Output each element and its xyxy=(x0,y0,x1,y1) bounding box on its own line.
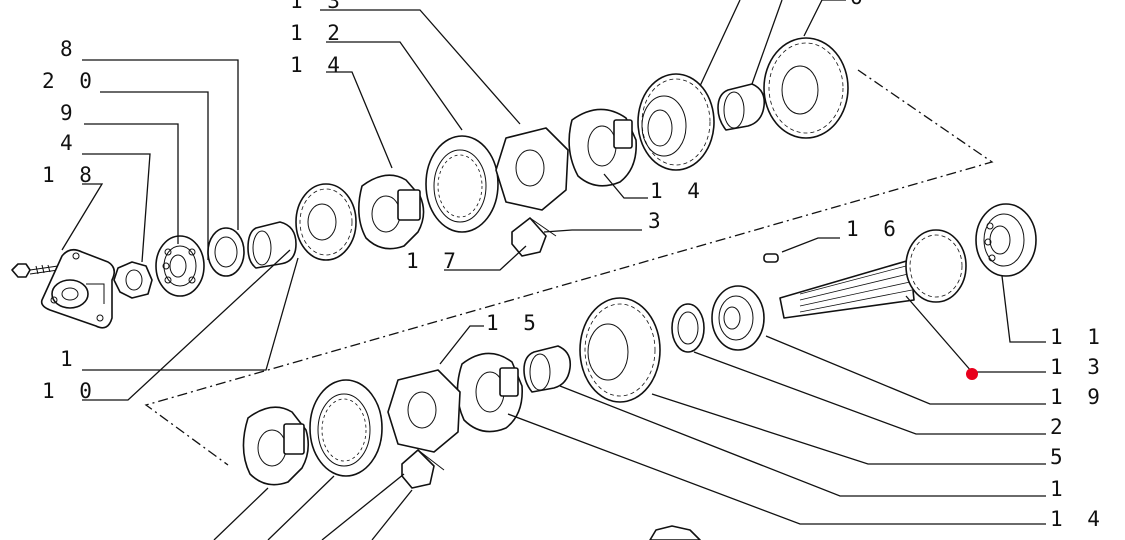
callout-10: 1 0 xyxy=(42,379,98,403)
part-sleeve-ring-upper[interactable] xyxy=(425,135,499,233)
assembly-boundary xyxy=(144,69,994,466)
highlight-marker-dot[interactable] xyxy=(966,368,978,380)
part-synchro-hub-upper-mid[interactable] xyxy=(495,127,569,211)
part-pin[interactable] xyxy=(763,253,779,263)
part-bolt[interactable] xyxy=(11,263,59,278)
callout-14-mid: 1 4 xyxy=(650,179,706,203)
part-seal-ring[interactable] xyxy=(207,227,245,277)
part-bearing-left[interactable] xyxy=(155,235,205,297)
leader-lines xyxy=(61,0,1046,540)
part-nut[interactable] xyxy=(113,261,153,299)
callout-9: 9 xyxy=(60,101,79,125)
callout-1-right: 1 xyxy=(1050,477,1069,501)
part-synchro-hub-lower[interactable] xyxy=(387,369,461,453)
part-gear-partial-bottom[interactable] xyxy=(649,525,701,540)
part-thrust-washer[interactable] xyxy=(671,303,705,353)
callout-13-right: 1 3 xyxy=(1050,355,1106,379)
part-needle-bushing-lower[interactable] xyxy=(523,345,572,393)
part-sleeve-ring-lower[interactable] xyxy=(309,379,383,477)
part-needle-bushing-upper-right[interactable] xyxy=(717,83,766,131)
callout-6-top: 6 xyxy=(850,0,869,9)
part-double-gear-upper[interactable] xyxy=(637,73,715,171)
callout-2: 2 xyxy=(1050,415,1069,439)
part-cover-flange[interactable] xyxy=(40,248,116,329)
part-synchro-ring-lower-left[interactable] xyxy=(242,406,310,486)
callout-4: 4 xyxy=(60,131,79,155)
callout-labels: 8 2 0 9 4 1 8 1 1 0 1 3 1 2 1 4 6 1 4 3 … xyxy=(42,0,1106,531)
callout-17: 1 7 xyxy=(406,249,462,273)
callout-20: 2 0 xyxy=(42,69,98,93)
part-gear-large-lower[interactable] xyxy=(579,297,661,403)
callout-14-top: 1 4 xyxy=(290,53,346,77)
part-synchro-ring-upper-right[interactable] xyxy=(568,108,637,187)
part-clip-lower[interactable] xyxy=(401,449,445,489)
part-synchro-ring-lower-right[interactable] xyxy=(456,352,523,433)
callout-19: 1 9 xyxy=(1050,385,1106,409)
callout-8: 8 xyxy=(60,37,79,61)
part-gear-small-upper[interactable] xyxy=(295,183,357,261)
part-bearing-mid[interactable] xyxy=(711,285,765,351)
callout-3: 3 xyxy=(648,209,667,233)
callout-11: 1 1 xyxy=(1050,325,1106,349)
part-bearing-right[interactable] xyxy=(975,203,1037,277)
part-synchro-hub-upper-left[interactable] xyxy=(358,174,425,250)
part-gear-large-upper[interactable] xyxy=(763,37,849,139)
part-main-shaft[interactable] xyxy=(779,229,967,319)
callout-12: 1 2 xyxy=(290,21,346,45)
part-clip-upper[interactable] xyxy=(511,217,557,257)
callout-5: 5 xyxy=(1050,445,1069,469)
callout-13-top: 1 3 xyxy=(290,0,346,13)
part-needle-bushing-upper[interactable] xyxy=(247,221,297,269)
callout-16: 1 6 xyxy=(846,217,902,241)
callout-18: 1 8 xyxy=(42,163,98,187)
callout-14-bottom: 1 4 xyxy=(1050,507,1106,531)
callout-15: 1 5 xyxy=(486,311,542,335)
callout-1-left: 1 xyxy=(60,347,79,371)
